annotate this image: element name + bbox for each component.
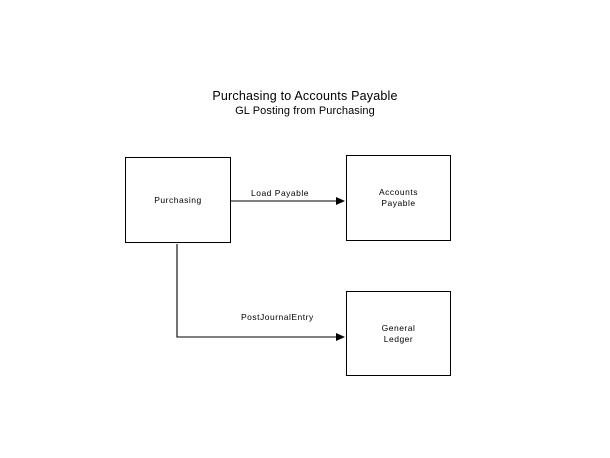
edge-load-payable-arrowhead — [336, 197, 345, 205]
edge-post-journal-entry-line — [176, 244, 338, 338]
node-general-ledger-label: General Ledger — [381, 322, 416, 344]
node-general-ledger[interactable]: General Ledger — [346, 291, 451, 376]
edge-post-journal-entry-arrowhead — [336, 333, 345, 341]
node-purchasing-label: Purchasing — [154, 194, 202, 205]
edge-label-load-payable: Load Payable — [249, 188, 311, 199]
diagram-title-block: Purchasing to Accounts Payable GL Postin… — [0, 89, 610, 118]
node-accounts-payable[interactable]: Accounts Payable — [346, 155, 451, 241]
diagram-subtitle: GL Posting from Purchasing — [235, 105, 375, 117]
node-purchasing[interactable]: Purchasing — [125, 157, 231, 243]
diagram-title: Purchasing to Accounts Payable — [212, 89, 398, 103]
edge-label-post-journal-entry: PostJournalEntry — [239, 312, 316, 323]
node-accounts-payable-label: Accounts Payable — [379, 187, 418, 208]
